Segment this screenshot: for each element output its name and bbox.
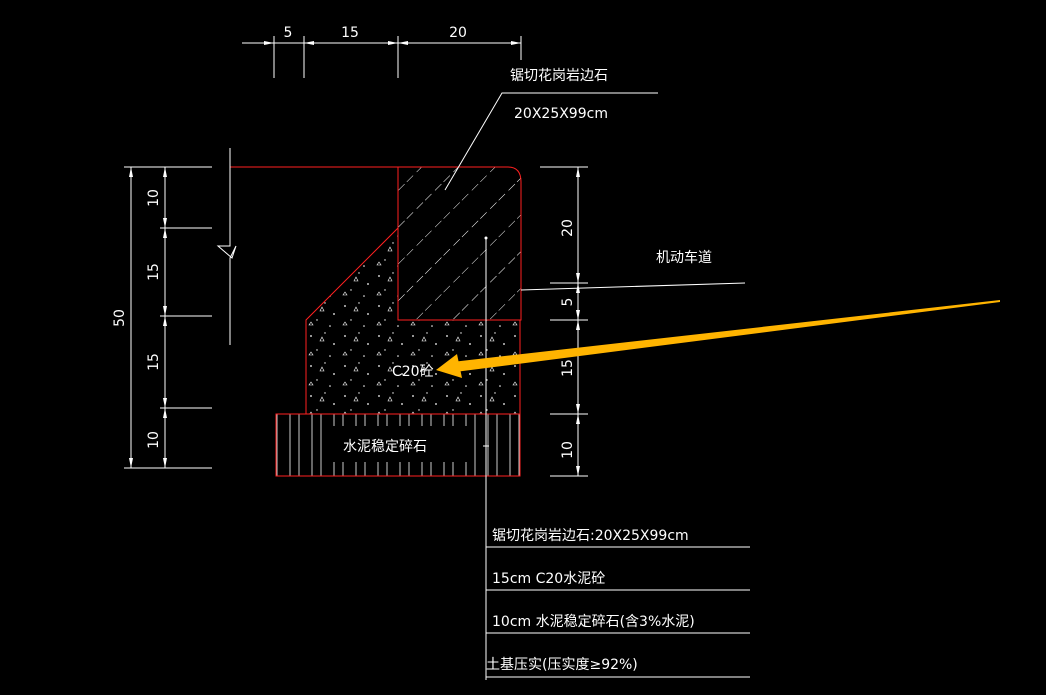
- right-dim-2: 5: [560, 298, 576, 307]
- legend-item-1: 锯切花岗岩边石:20X25X99cm: [492, 528, 689, 544]
- left-dim-3: 15: [146, 353, 162, 371]
- roadway-line: [520, 282, 746, 291]
- right-dimensions: 20 5 15 10: [540, 166, 588, 477]
- left-dim-2: 15: [146, 263, 162, 281]
- concrete-label: C20砼: [392, 364, 434, 380]
- curb-size-label: 20X25X99cm: [514, 106, 608, 122]
- right-dim-1: 20: [560, 219, 576, 237]
- left-dim-4: 10: [146, 431, 162, 449]
- top-dim-1: 5: [284, 25, 293, 41]
- legend-rules: [486, 546, 750, 678]
- road-surface-line: [216, 148, 398, 345]
- curb-stone: [397, 166, 522, 321]
- left-dimensions: 50 10 15 15 10: [112, 166, 212, 469]
- roadway-label: 机动车道: [656, 249, 712, 266]
- right-dim-3: 15: [560, 359, 576, 377]
- right-dim-4: 10: [560, 441, 576, 459]
- legend-leader: [483, 236, 489, 680]
- left-dim-total: 50: [112, 309, 128, 327]
- left-dim-1: 10: [146, 189, 162, 207]
- highlight-arrow: [436, 300, 1000, 378]
- legend-item-4: 土基压实(压实度≥92%): [486, 656, 638, 673]
- curb-leader: [444, 92, 658, 191]
- top-dimensions: 5 15 20: [242, 25, 522, 78]
- top-dim-3: 20: [449, 25, 467, 41]
- legend-item-2: 15cm C20水泥砼: [492, 571, 605, 587]
- top-dim-2: 15: [341, 25, 359, 41]
- base-label: 水泥稳定碎石: [343, 439, 427, 455]
- base-layer: [275, 413, 521, 477]
- legend-item-3: 10cm 水泥稳定碎石(含3%水泥): [492, 614, 695, 630]
- curb-title-label: 锯切花岗岩边石: [510, 68, 608, 84]
